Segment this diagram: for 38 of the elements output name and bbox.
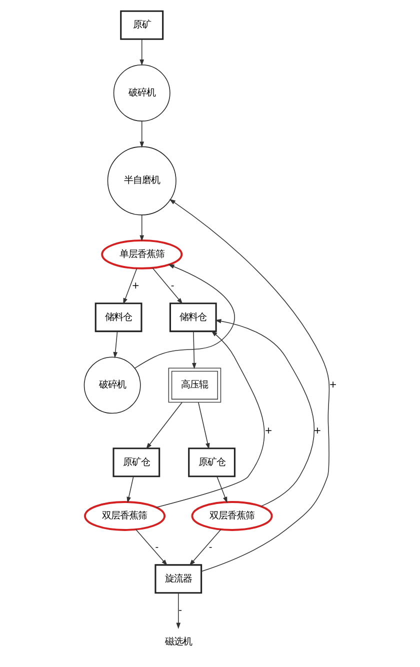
node-ellipse: 双层香蕉筛	[84, 501, 166, 531]
edge-label: -	[178, 604, 182, 616]
arrow	[134, 529, 167, 566]
edge-label: +	[313, 425, 321, 436]
edge-label: +	[264, 425, 272, 436]
node-box: 原矿	[120, 10, 164, 40]
node-circle: 破碎机	[83, 356, 140, 414]
arrow	[139, 120, 144, 148]
arrow	[176, 592, 180, 629]
node-box: 储料仓	[168, 302, 216, 332]
edge-label: -	[154, 542, 158, 553]
node-text: 磁选机	[164, 636, 192, 648]
node-circle: 破碎机	[112, 64, 170, 122]
node-box: 原矿仓	[188, 448, 235, 478]
arrow	[139, 214, 144, 242]
arrow	[188, 529, 221, 566]
arrow	[126, 476, 134, 504]
node-box: 高压辊	[168, 368, 221, 403]
arrow	[122, 268, 137, 304]
arrow	[216, 476, 227, 504]
edge-label: +	[131, 280, 140, 292]
arrow	[168, 198, 330, 572]
arrow	[192, 331, 196, 370]
node-box: 旋流器	[154, 564, 202, 594]
arrow	[112, 331, 118, 358]
node-box: 储料仓	[94, 302, 142, 332]
arrow	[152, 268, 182, 304]
arrow	[134, 264, 234, 368]
edge-label: -	[208, 542, 212, 553]
edge-label: +	[328, 380, 336, 391]
arrow	[145, 402, 182, 450]
arrow	[198, 402, 210, 450]
arrow	[155, 330, 264, 508]
edge-label: -	[170, 280, 174, 292]
arrow	[139, 38, 144, 66]
node-ellipse: 双层香蕉筛	[190, 501, 272, 531]
arrow	[214, 319, 314, 507]
node-box: 原矿仓	[112, 448, 160, 478]
